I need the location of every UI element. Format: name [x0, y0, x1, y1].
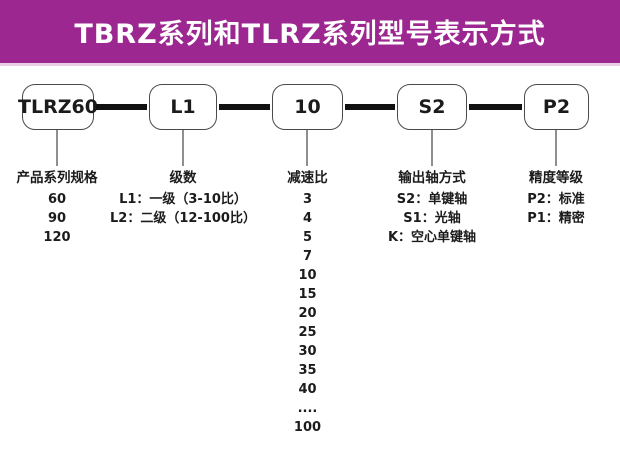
- model-code-box-ratio: 10: [272, 84, 343, 130]
- model-code-box-stage: L1: [149, 84, 217, 130]
- legend-column-series: 产品系列规格 60 90 120: [7, 166, 107, 247]
- option-item: 15: [298, 287, 317, 302]
- pointer-line-shaft: [431, 130, 433, 166]
- page-title: TBRZ系列和TLRZ系列型号表示方式: [74, 19, 546, 50]
- model-code-series: TLRZ60: [18, 96, 98, 118]
- option-item: 25: [298, 325, 317, 340]
- option-item: 3: [302, 192, 313, 207]
- option-item: K：空心单键轴: [387, 230, 477, 245]
- field-label-precision: 精度等级: [529, 170, 583, 186]
- pointer-line-precision: [555, 130, 557, 166]
- pointer-line-ratio: [306, 130, 308, 166]
- option-item: 30: [298, 344, 317, 359]
- option-item: 10: [298, 268, 317, 283]
- connector-line-2: [219, 104, 270, 110]
- legend-column-shaft: 输出轴方式 S2：单键轴 S1：光轴 K：空心单键轴: [362, 166, 502, 247]
- option-item: L1：一级（3-10比）: [119, 192, 247, 207]
- option-item: 20: [298, 306, 317, 321]
- option-item: S2：单键轴: [396, 192, 468, 207]
- option-item: 60: [47, 192, 67, 207]
- option-item: 90: [47, 211, 67, 226]
- option-item: P2：标准: [527, 192, 585, 207]
- option-item: 4: [302, 211, 313, 226]
- field-label-stage: 级数: [169, 170, 197, 186]
- option-item: P1：精密: [527, 211, 585, 226]
- pointer-line-stage: [182, 130, 184, 166]
- model-code-box-precision: P2: [524, 84, 589, 130]
- option-item: L2：二级（12-100比）: [110, 211, 256, 226]
- connector-line-4: [469, 104, 522, 110]
- option-item: 5: [302, 230, 313, 245]
- option-item: 7: [302, 249, 313, 264]
- option-item: 120: [43, 230, 71, 245]
- model-code-stage: L1: [170, 96, 196, 118]
- model-code-precision: P2: [542, 96, 571, 118]
- option-item: 40: [298, 382, 317, 397]
- model-code-ratio: 10: [294, 96, 321, 118]
- option-item-ellipsis: ....: [297, 401, 318, 416]
- pointer-line-series: [56, 130, 58, 166]
- legend-column-stage: 级数 L1：一级（3-10比） L2：二级（12-100比）: [88, 166, 278, 228]
- connector-line-3: [345, 104, 395, 110]
- field-label-ratio: 减速比: [287, 170, 328, 186]
- connector-line-1: [96, 104, 147, 110]
- option-item: 100: [293, 420, 322, 435]
- field-label-series: 产品系列规格: [16, 170, 98, 186]
- model-code-shaft: S2: [418, 96, 446, 118]
- field-label-shaft: 输出轴方式: [398, 170, 466, 186]
- title-banner: TBRZ系列和TLRZ系列型号表示方式: [0, 0, 620, 63]
- option-item: 35: [298, 363, 317, 378]
- title-banner-edge: [0, 63, 620, 66]
- option-item: S1：光轴: [403, 211, 461, 226]
- legend-column-ratio: 减速比 3 4 5 7 10 15 20 25 30 35 40 .... 10…: [272, 166, 343, 437]
- model-code-box-series: TLRZ60: [18, 84, 98, 130]
- legend-column-precision: 精度等级 P2：标准 P1：精密: [491, 166, 620, 228]
- model-code-box-shaft: S2: [397, 84, 467, 130]
